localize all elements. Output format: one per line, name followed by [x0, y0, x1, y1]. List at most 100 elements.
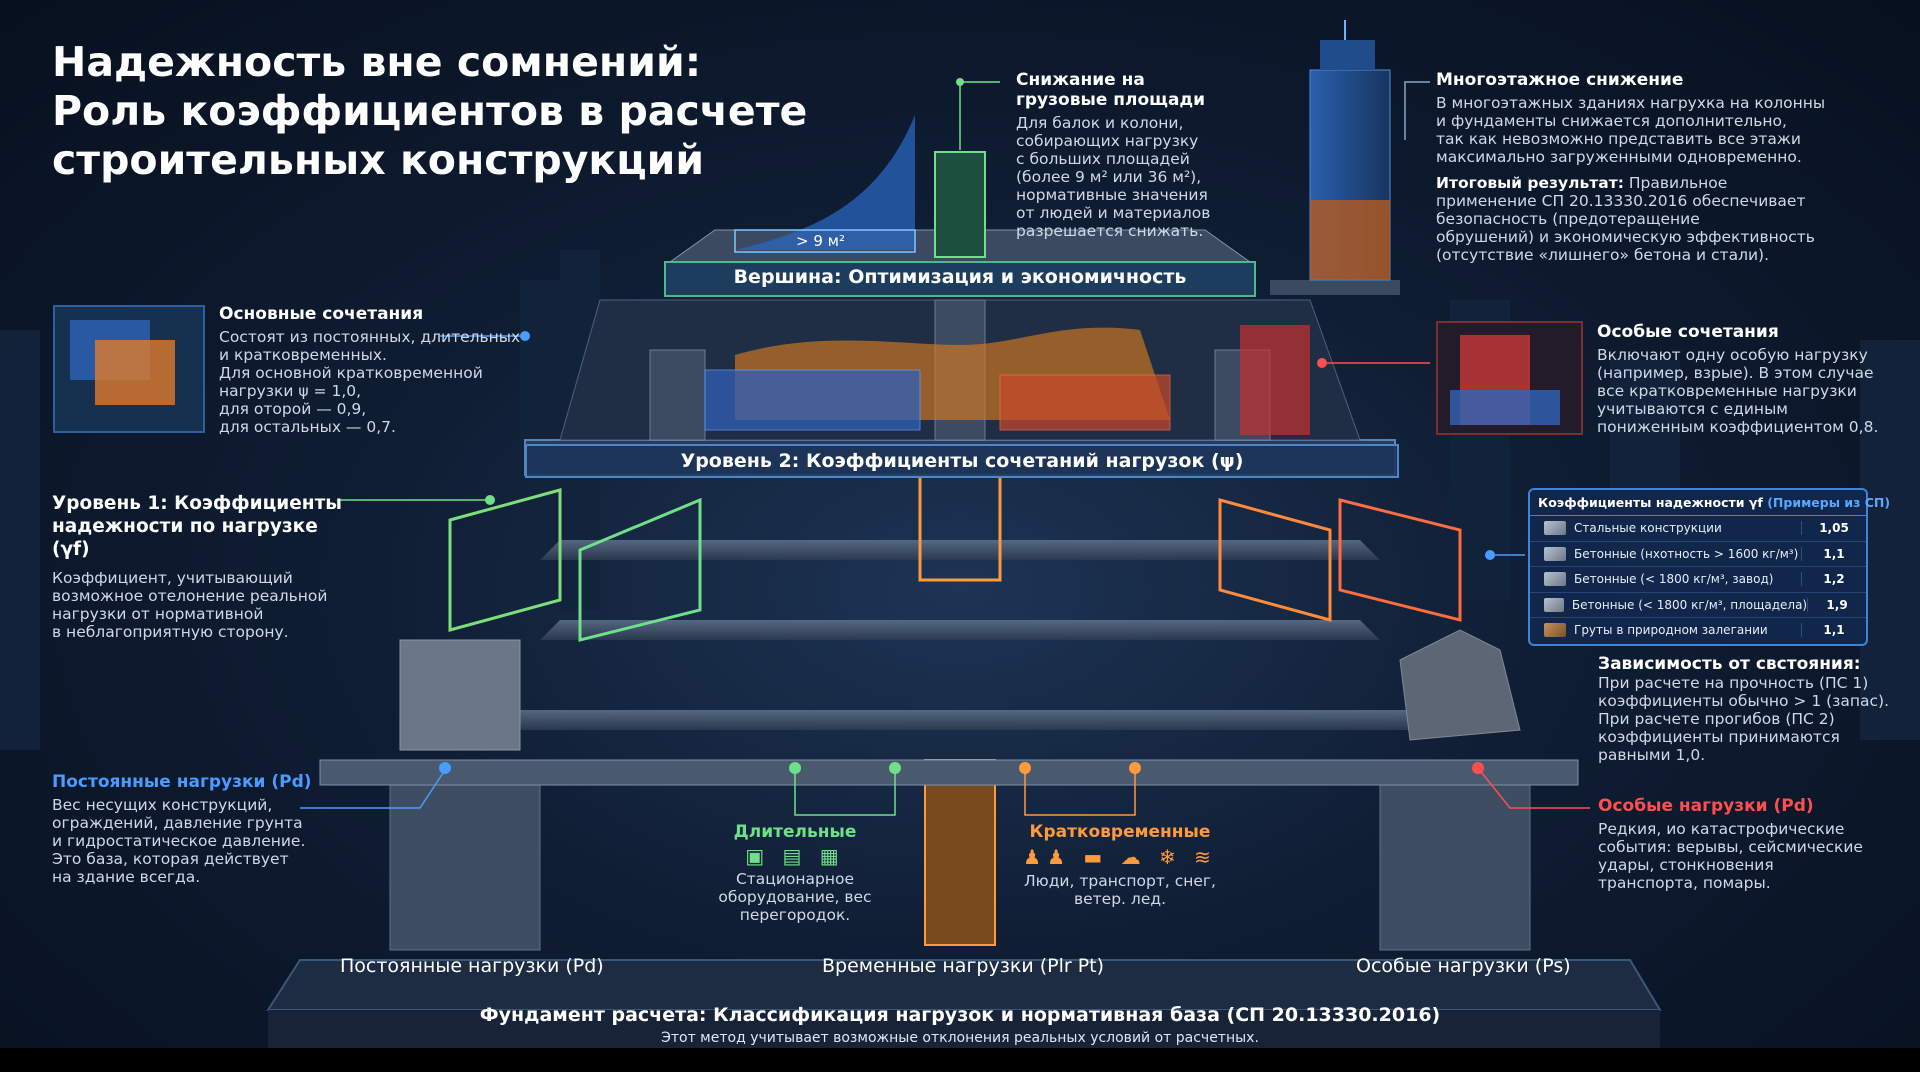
level1-heading-1: Уровень 1: Коэффициенты — [52, 493, 343, 514]
area-reduction-block: Снижание на грузовые площади Для балок и… — [1016, 70, 1216, 240]
temporary-load-column — [924, 759, 996, 946]
level1-line: Коэффициент, учитывающий — [52, 569, 293, 587]
permanent-loads-line: Вес несущих конструкций, — [52, 796, 273, 814]
area-reduction-line: (более 9 м² или 36 м²), — [1016, 168, 1202, 186]
foundation-subtext: Этот метод учитывает возможные отклонени… — [661, 1030, 1259, 1046]
special-combinations-line: Включают одну особую нагрузку — [1597, 346, 1868, 364]
short-term-block: Кратковременные ♟♟ ▬ ☁ ❄ ≋ Люди, транспо… — [1010, 822, 1230, 908]
basic-combinations-line: Состоят из постоянных, длительных — [219, 328, 521, 346]
base-label-special: Особые нагрузки (Ps) — [1356, 955, 1571, 977]
concrete-factory-icon — [1544, 572, 1566, 587]
special-combinations-line: все кратковременные нагрузки — [1597, 382, 1857, 400]
basic-combinations-heading: Основные сочетания — [219, 304, 424, 324]
long-term-line: Стационарное — [735, 870, 855, 888]
concrete-site-icon — [1544, 597, 1564, 612]
people-weather-icon: ♟♟ ▬ ☁ ❄ ≋ — [1023, 845, 1217, 869]
state-dependency-heading: Зависимость от свстояния: — [1598, 654, 1861, 674]
result-line: (отсутствие «лишнего» бетона и стали). — [1436, 246, 1770, 264]
area-reduction-line: Для балок и колони, — [1016, 114, 1184, 132]
result-text: Правильное — [1623, 174, 1728, 192]
permanent-loads-line: Это база, которая действует — [52, 850, 289, 868]
skyscraper — [1270, 20, 1400, 295]
state-dependency-line: При расчете прогибов (ПС 2) — [1598, 710, 1835, 728]
special-combinations-line: пониженным коэффициентом 0,8. — [1597, 418, 1879, 436]
long-term-line: перегородок. — [739, 906, 851, 924]
state-dependency-line: коэффициенты принимаются — [1598, 728, 1840, 746]
multistorey-line: В многоэтажных зданиях нагрухка на колон… — [1436, 94, 1826, 112]
long-term-line: оборудование, вес — [718, 888, 872, 906]
area-label: > 9 м² — [796, 232, 845, 250]
equipment-icon: ▣ ▤ ▦ — [745, 844, 845, 868]
coefficients-table: Коэффициенты надежности γf (Примеры из С… — [1528, 488, 1890, 646]
special-loads-line: Редкия, ио катастрофические — [1598, 820, 1845, 838]
title-line-2: Роль коэффициентов в расчете — [52, 87, 808, 135]
area-reduction-line: от людей и материалов — [1016, 204, 1211, 222]
multistorey-line: и фундаменты снижается дополнительно, — [1436, 112, 1787, 130]
foundation-heading: Фундамент расчета: Классификация нагрузо… — [479, 1004, 1441, 1026]
special-loads-line: события: верывы, сейсмические — [1598, 838, 1863, 856]
table-cell-value: 1,1 — [1801, 546, 1866, 561]
result-line: обрушений) и экономическую эффективность — [1436, 228, 1815, 246]
basic-combinations-line: и кратковременных. — [219, 346, 387, 364]
base-label-temporary: Временные нагрузки (Plr Pt) — [822, 955, 1105, 977]
area-reduction-line: собирающих нагрузку — [1016, 132, 1199, 150]
level2-band-label: Уровень 2: Коэффициенты сочетаний нагруз… — [680, 450, 1244, 472]
level1-heading-2: надежности по нагрузке (γf) — [52, 516, 318, 560]
page-title: Надежность вне сомнений: Роль коэффициен… — [52, 38, 872, 185]
level1-line: нагрузки от нормативной — [52, 605, 264, 623]
foundation-block: Фундамент расчета: Классификация нагрузо… — [300, 1004, 1620, 1046]
special-combinations-line: (например, взрые). В этом случае — [1597, 364, 1874, 382]
permanent-loads-line: ограждений, давление грунта — [52, 814, 303, 832]
steel-icon — [1544, 521, 1566, 536]
special-loads-heading: Особые нагрузки (Pd) — [1598, 796, 1814, 816]
state-dependency-line: При расчете на прочность (ПС 1) — [1598, 674, 1869, 692]
level1-line: в неблагоприятную сторону. — [52, 623, 289, 641]
basic-combinations-block: Основные сочетания Состоят из постоянных… — [219, 304, 529, 436]
special-combinations-line: учитываются с единым — [1597, 400, 1788, 418]
table-title-suffix: (Примеры из СП) — [1767, 495, 1891, 510]
basic-combinations-line: нагрузки ψ = 1,0, — [219, 382, 362, 400]
multistorey-line: так как невозможно представить все этажи — [1436, 130, 1801, 148]
table-cell-name: Бетонные (< 1800 кг/м³, площадела) — [1571, 597, 1808, 612]
base-label-permanent: Постоянные нагрузки (Pd) — [340, 955, 604, 977]
table-cell-value: 1,05 — [1801, 521, 1866, 536]
long-term-heading: Длительные — [733, 822, 857, 842]
basic-combinations-line: для оторой — 0,9, — [219, 400, 367, 418]
level1-line: возможное отелонение реальной — [52, 587, 328, 605]
soil-icon — [1544, 623, 1566, 638]
basic-combinations-line: для остальных — 0,7. — [219, 418, 396, 436]
short-term-line: Люди, транспорт, снег, — [1024, 872, 1216, 890]
special-combinations-heading: Особые сочетания — [1597, 322, 1779, 342]
area-reduction-line: разрешается снижать. — [1016, 222, 1204, 240]
multistorey-block: Многоэтажное снижение В многоэтажных зда… — [1436, 70, 1836, 264]
multistorey-heading: Многоэтажное снижение — [1436, 70, 1684, 90]
table-cell-name: Стальные конструкции — [1574, 521, 1722, 536]
table-cell-name: Бетонные (нхотность > 1600 кг/м³) — [1574, 546, 1799, 561]
area-reduction-heading-1: Снижание на — [1016, 70, 1145, 90]
permanent-loads-heading: Постоянные нагрузки (Pd) — [52, 772, 312, 792]
state-dependency-line: равными 1,0. — [1598, 746, 1706, 764]
multistorey-line: максимально загруженными одновременно. — [1436, 148, 1802, 166]
top-band-label: Вершина: Оптимизация и экономичность — [733, 266, 1187, 288]
result-line: Итоговый результат: Правильное — [1436, 174, 1836, 192]
state-dependency-block: Зависимость от свстояния: При расчете на… — [1598, 654, 1898, 764]
concrete-icon — [1544, 546, 1566, 561]
special-loads-line: удары, стонкновения — [1598, 856, 1774, 874]
state-dependency-line: коэффициенты обычно > 1 (запас). — [1598, 692, 1890, 710]
title-line-1: Надежность вне сомнений: — [52, 38, 702, 86]
result-line: применение СП 20.13330.2016 обеспечивает — [1436, 192, 1806, 210]
special-combinations-block: Особые сочетания Включают одну особую на… — [1597, 322, 1897, 436]
area-reduction-line: с больших площадей — [1016, 150, 1190, 168]
table-cell-name: Бетонные (< 1800 кг/м³, завод) — [1574, 572, 1774, 587]
permanent-loads-block: Постоянные нагрузки (Pd) Вес несущих кон… — [52, 772, 352, 886]
table-cell-value: 1,1 — [1801, 623, 1866, 638]
permanent-loads-line: на здание всегда. — [52, 868, 201, 886]
area-reduction-line: нормативные значения — [1016, 186, 1208, 204]
special-loads-line: транспорта, помары. — [1598, 874, 1771, 892]
table-title: Коэффициенты надежности γf (Примеры из С… — [1530, 490, 1890, 516]
table-title-text: Коэффициенты надежности γf — [1538, 495, 1763, 510]
level1-block: Уровень 1: Коэффициенты надежности по на… — [52, 492, 352, 641]
